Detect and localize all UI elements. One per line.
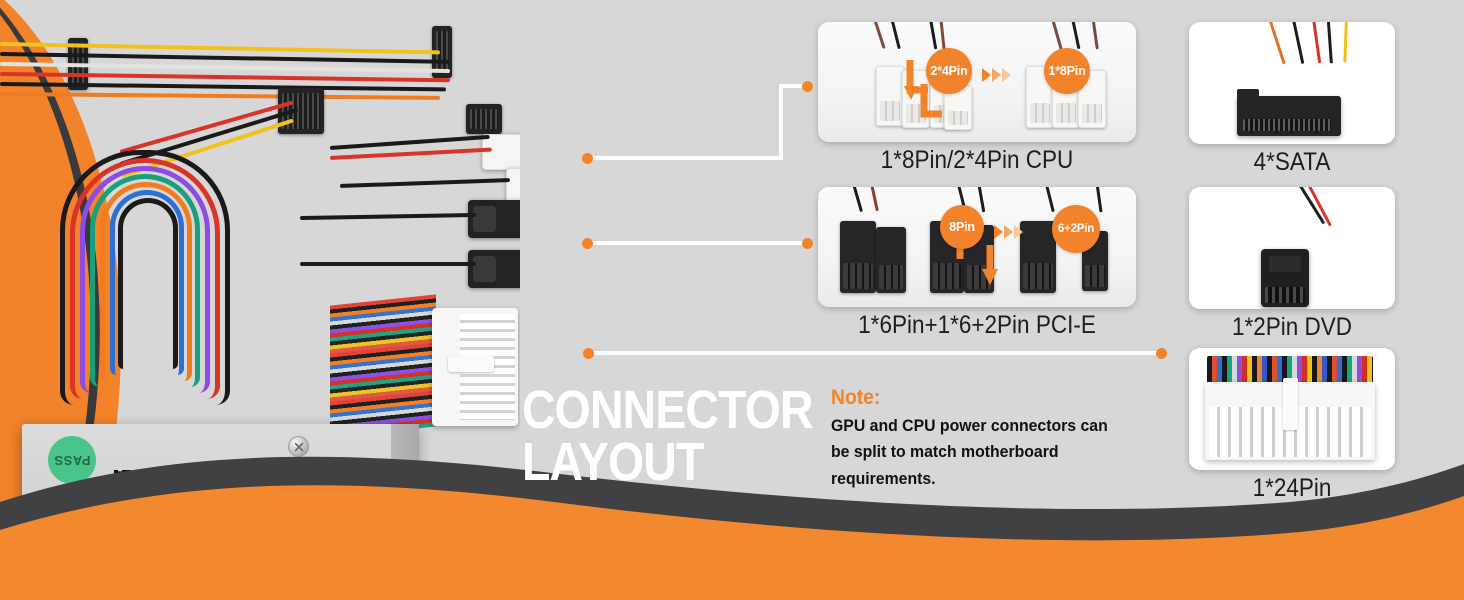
sata-tab	[1237, 89, 1259, 99]
leader-line-cpu-vertical	[779, 84, 783, 158]
cpu-lead-wire	[1089, 22, 1099, 50]
chevron-1	[994, 225, 1003, 239]
pass-sticker-label: PASS	[53, 452, 91, 468]
plug-slot	[1056, 102, 1076, 123]
chevron-3	[1014, 225, 1023, 239]
atx24-latch	[1283, 378, 1298, 430]
chevron-2	[1004, 225, 1013, 239]
leader-dot-atx-start	[583, 348, 594, 359]
leader-dot-pcie-start	[582, 238, 593, 249]
cpu-lead-wire	[1067, 22, 1081, 50]
plug-slot	[948, 110, 968, 125]
pcie-lead-wire	[849, 187, 863, 213]
sata-lead-wire	[1287, 22, 1305, 65]
cpu-plug-4pin-a	[876, 66, 904, 126]
plug-slot	[1085, 265, 1105, 287]
atx-latch	[448, 356, 494, 372]
leader-dot-pcie-end	[802, 238, 813, 249]
cpu-lead-wire	[938, 22, 946, 50]
plug-slot	[933, 263, 961, 289]
cpu-plug-8pin-a	[1026, 66, 1054, 128]
cpu-lead-wire	[926, 22, 938, 50]
panel-dvd	[1189, 187, 1395, 309]
sata-lead-wire	[1264, 22, 1286, 65]
plug-slot	[1082, 103, 1102, 123]
plug-slot	[1030, 102, 1050, 123]
sata-lead-wire	[1308, 22, 1322, 64]
leader-line-pcie	[588, 241, 806, 245]
panel-pcie: 8Pin 6+2Pin	[818, 187, 1136, 307]
pcie-plug-6pin-a	[840, 221, 876, 293]
cpu-merge-arrow	[904, 60, 942, 118]
chevron-3	[1002, 68, 1011, 82]
leader-line-cpu-horizontal	[588, 156, 783, 160]
panel-sata	[1189, 22, 1395, 144]
note-block: Note: GPU and CPU power connectors can b…	[831, 386, 1131, 492]
plug-slot	[1023, 263, 1053, 289]
leader-dot-cpu-start	[582, 153, 593, 164]
plug-slot	[879, 265, 903, 289]
pcie-connector-photo-2	[468, 250, 520, 288]
sata-connector-art	[1237, 89, 1341, 136]
panel-atx24	[1189, 348, 1395, 470]
panel-cpu: 2*4Pin 1*8Pin	[818, 22, 1136, 142]
caption-pcie: 1*6Pin+1*6+2Pin PCI-E	[858, 311, 1096, 339]
badge-pcie-right: 6+2Pin	[1052, 205, 1100, 253]
pcie-connector-photo-1	[468, 200, 520, 238]
sata-lead-wire	[1343, 22, 1349, 63]
caption-sata: 4*SATA	[1253, 148, 1331, 176]
cpu-lead-wire	[1047, 22, 1063, 51]
pcie-lead-wire	[1093, 187, 1103, 213]
cpu-connector-photo-1	[482, 134, 520, 170]
dvd-connector-art	[1261, 249, 1309, 307]
caption-cpu: 1*8Pin/2*4Pin CPU	[880, 146, 1074, 174]
pcie-lead-wire	[867, 187, 879, 212]
sata-connector-photo-4	[466, 104, 502, 134]
pcie-lead-wire	[974, 187, 986, 213]
pass-sticker: PASS	[48, 436, 96, 484]
pcie-plug-split-6pin	[1020, 221, 1056, 293]
atx-24pin-connector-photo	[432, 308, 518, 426]
caption-dvd: 1*2Pin DVD	[1231, 313, 1353, 341]
screw-upper-right	[288, 436, 309, 457]
page-title: CONNECTOR LAYOUT	[522, 380, 814, 493]
cpu-chevron-arrow	[982, 68, 1011, 82]
sata-lead-wire	[1325, 22, 1333, 64]
cpu-connector-photo-2	[506, 168, 520, 204]
pcie-panel-art: 8Pin 6+2Pin	[818, 187, 1136, 307]
pcie-plug-6pin-b	[876, 227, 906, 293]
atx-wire-bundle-photo	[330, 294, 436, 438]
badge-cpu-left: 2*4Pin	[926, 48, 972, 94]
plug-slot	[880, 101, 900, 121]
leader-line-atx	[589, 351, 1161, 355]
atx24-connector-art	[1205, 378, 1375, 460]
cpu-lead-wire	[887, 22, 901, 50]
leader-line-cpu-top	[779, 84, 807, 88]
pcie-lead-wire	[1041, 187, 1055, 213]
plug-slot	[843, 263, 873, 289]
leader-dot-cpu-end	[802, 81, 813, 92]
note-title: Note:	[831, 386, 881, 409]
note-body: GPU and CPU power connectors can be spli…	[831, 416, 1108, 488]
headline-line-1: CONNECTOR	[522, 380, 814, 440]
leader-dot-atx-end	[1156, 348, 1167, 359]
chevron-2	[992, 68, 1001, 82]
caption-atx24: 1*24Pin	[1252, 474, 1332, 502]
cpu-lead-wire	[870, 22, 886, 49]
cable-bundle	[60, 150, 290, 450]
headline-line-2: LAYOUT	[522, 432, 704, 493]
cpu-panel-art: 2*4Pin 1*8Pin	[818, 22, 1136, 142]
harness-wire	[300, 262, 476, 266]
badge-cpu-right: 1*8Pin	[1044, 48, 1090, 94]
chevron-1	[982, 68, 991, 82]
pcie-chevron-arrow	[994, 225, 1023, 239]
badge-pcie-left: 8Pin	[940, 205, 984, 249]
